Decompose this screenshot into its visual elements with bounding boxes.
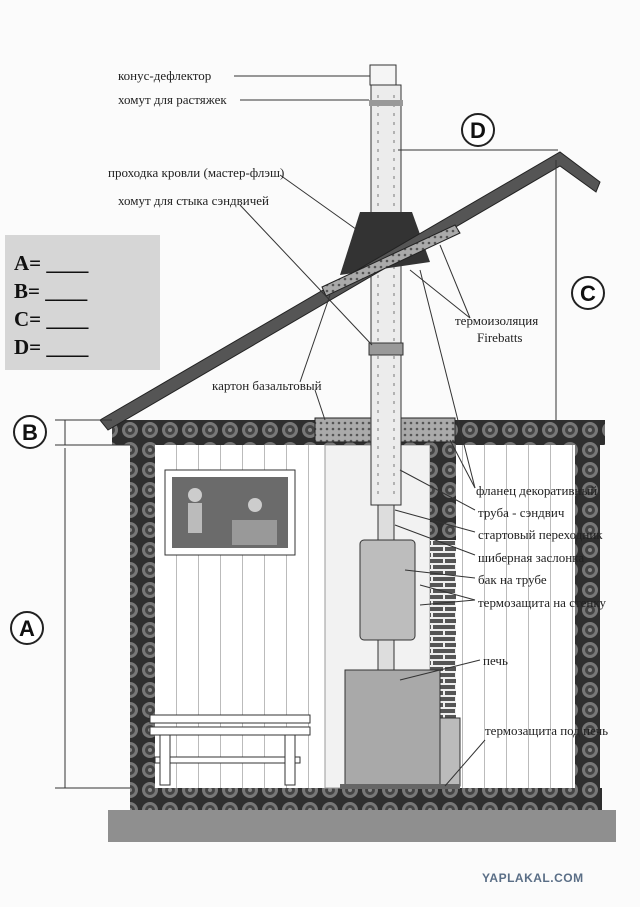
watermark: YAPLAKAL.COM	[482, 871, 584, 885]
guy-clamp	[369, 100, 403, 106]
dimension-a: A	[10, 611, 44, 645]
label-start-adapter: стартовый переходник	[478, 527, 603, 542]
legend-a: A= ____	[14, 251, 89, 275]
label-wall-shield: термозащита на стенку	[478, 595, 607, 610]
label-damper: шиберная заслонка	[478, 550, 584, 565]
bench	[149, 714, 311, 786]
dimension-b-label: B	[22, 420, 38, 445]
label-cone-deflector: конус-дефлектор	[118, 68, 211, 83]
sandwich-clamp	[368, 342, 404, 356]
sandwich-pipe	[370, 84, 402, 506]
dimension-d: D	[461, 113, 495, 147]
master-flash	[340, 212, 430, 275]
leader-lines	[234, 75, 486, 787]
dimension-b: B	[13, 415, 47, 449]
label-flange: фланец декоративный	[476, 483, 597, 498]
label-roof-pass: проходка кровли (мастер-флэш)	[108, 165, 284, 180]
roof	[99, 151, 601, 431]
floor-logs	[130, 788, 602, 810]
answer-legend-box: A= ____ B= ____ C= ____ D= ____	[5, 235, 160, 370]
label-basalt-board: картон базальтовый	[212, 378, 322, 393]
left-wall	[130, 445, 155, 788]
floor-shield	[340, 784, 460, 789]
dimension-d-label: D	[470, 118, 486, 143]
label-floor-shield: термозащита под печь	[485, 723, 608, 738]
water-tank	[359, 539, 416, 641]
legend-b: B= ____	[14, 279, 88, 303]
label-guy-clamp: хомут для растяжек	[118, 92, 227, 107]
right-wall	[575, 445, 600, 788]
dimension-c-label: C	[580, 281, 596, 306]
label-sandwich-pipe: труба - сэндвич	[478, 505, 565, 520]
label-insulation-brand: Firebatts	[477, 330, 523, 345]
legend-c: C= ____	[14, 307, 89, 331]
label-tank: бак на трубе	[478, 572, 547, 587]
label-insulation: термоизоляция	[455, 313, 538, 328]
stove	[344, 669, 441, 787]
dimension-a-label: A	[19, 616, 35, 641]
roof-insulation	[321, 224, 461, 297]
label-stove: печь	[483, 653, 508, 668]
dimension-lines	[55, 149, 558, 789]
wall-picture	[164, 469, 296, 556]
stove-pipe	[377, 639, 395, 671]
stove-firebox	[439, 717, 461, 787]
legend-d: D= ____	[14, 335, 89, 359]
cone-deflector	[369, 64, 397, 86]
foundation	[108, 810, 616, 842]
dimension-c: C	[571, 276, 605, 310]
label-sandwich-clamp: хомут для стыка сэндвичей	[118, 193, 269, 208]
start-adapter	[377, 504, 395, 541]
